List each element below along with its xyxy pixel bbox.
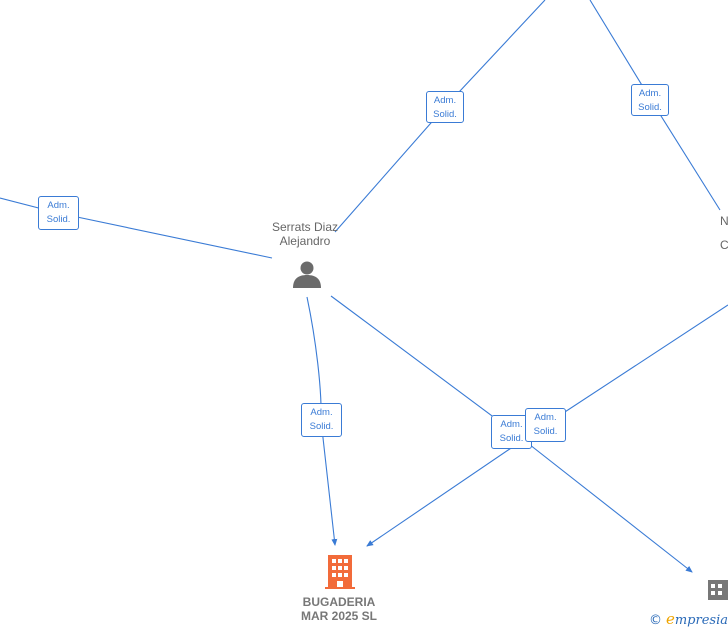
brand-initial: e bbox=[665, 610, 675, 628]
person-name-line2: Alejandro bbox=[279, 234, 331, 248]
brand-watermark: ©empresia bbox=[649, 610, 728, 628]
brand-name: mpresia bbox=[674, 613, 728, 628]
copyright-icon: © bbox=[648, 613, 662, 628]
relation-role: Adm. bbox=[638, 88, 662, 99]
relation-badge[interactable]: Adm. Solid. bbox=[631, 84, 669, 116]
relation-badge[interactable]: Adm. Solid. bbox=[525, 408, 566, 442]
company-name-line1: BUGADERIA bbox=[302, 595, 376, 609]
relation-role: Adm. bbox=[433, 95, 457, 106]
relation-type: Solid. bbox=[46, 214, 71, 225]
relation-role: Adm. bbox=[500, 419, 523, 430]
person-name-partial[interactable]: N C bbox=[720, 214, 728, 252]
relation-type: Solid. bbox=[638, 102, 662, 113]
relation-badge[interactable]: Adm. Solid. bbox=[301, 403, 342, 437]
relation-role: Adm. bbox=[310, 407, 333, 418]
relation-type: Solid. bbox=[433, 109, 457, 120]
building-icon[interactable] bbox=[708, 580, 728, 600]
relation-badge[interactable]: Adm. Solid. bbox=[38, 196, 79, 230]
building-icon[interactable] bbox=[325, 555, 355, 589]
company-name-bugaderia[interactable]: BUGADERIA MAR 2025 SL bbox=[280, 595, 398, 623]
person-name-serrats[interactable]: Serrats Diaz Alejandro bbox=[255, 220, 355, 248]
person-name-line1: Serrats Diaz bbox=[271, 220, 339, 234]
relation-role: Adm. bbox=[534, 412, 557, 423]
person-icon[interactable] bbox=[292, 259, 322, 289]
relation-badge[interactable]: Adm. Solid. bbox=[426, 91, 464, 123]
company-name-line2: MAR 2025 SL bbox=[300, 609, 378, 623]
person-name-line2: C bbox=[720, 238, 728, 252]
relation-type: Solid. bbox=[309, 421, 334, 432]
relation-type: Solid. bbox=[499, 433, 524, 444]
relation-type: Solid. bbox=[533, 426, 558, 437]
relation-role: Adm. bbox=[47, 200, 70, 211]
person-name-line1: N bbox=[720, 214, 728, 228]
